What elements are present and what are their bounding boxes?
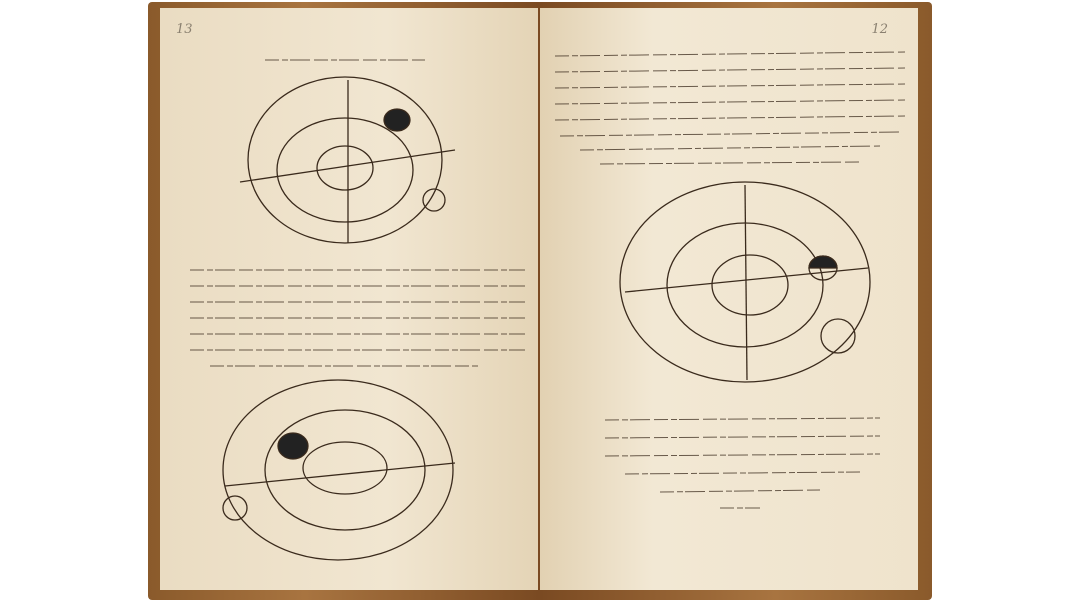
left-page: 13 xyxy=(160,8,538,590)
handwritten-text-lines xyxy=(190,51,906,509)
page-number-right: 12 xyxy=(871,22,888,37)
right-page: 12 xyxy=(540,8,918,590)
diagram-right xyxy=(619,181,871,383)
page-number-left: 13 xyxy=(176,22,193,37)
diagram-bottom-left xyxy=(222,379,456,561)
diagram-top-left xyxy=(239,76,456,244)
